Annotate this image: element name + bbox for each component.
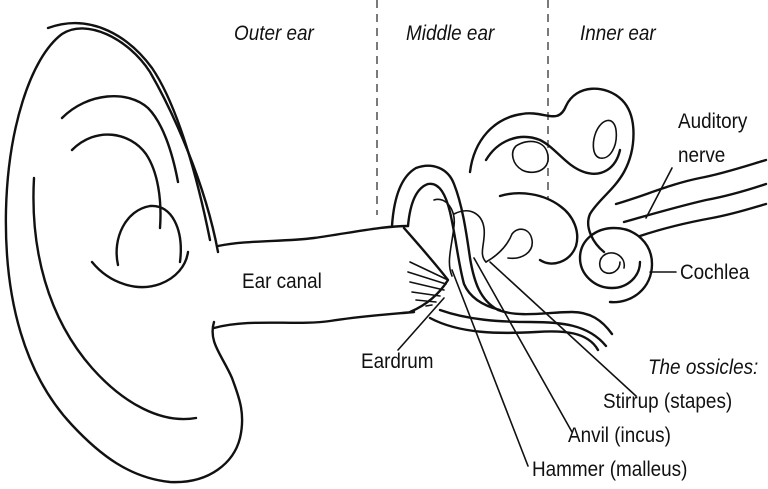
label-anvil: Anvil (incus) — [568, 424, 671, 448]
eardrum — [404, 228, 448, 312]
label-stirrup: Stirrup (stapes) — [603, 390, 732, 414]
label-eardrum: Eardrum — [361, 350, 433, 374]
leader-lines — [398, 168, 676, 466]
label-auditory-nerve-line2: nerve — [678, 144, 725, 168]
outer-ear-pinna — [6, 23, 242, 482]
label-middle-ear: Middle ear — [406, 22, 494, 46]
label-outer-ear: Outer ear — [234, 22, 314, 46]
label-hammer: Hammer (malleus) — [532, 458, 687, 482]
label-cochlea: Cochlea — [680, 261, 749, 285]
label-ossicles-heading: The ossicles: — [648, 356, 758, 380]
label-ear-canal: Ear canal — [242, 270, 322, 294]
label-inner-ear: Inner ear — [580, 22, 656, 46]
label-auditory-nerve-line1: Auditory — [678, 110, 747, 134]
